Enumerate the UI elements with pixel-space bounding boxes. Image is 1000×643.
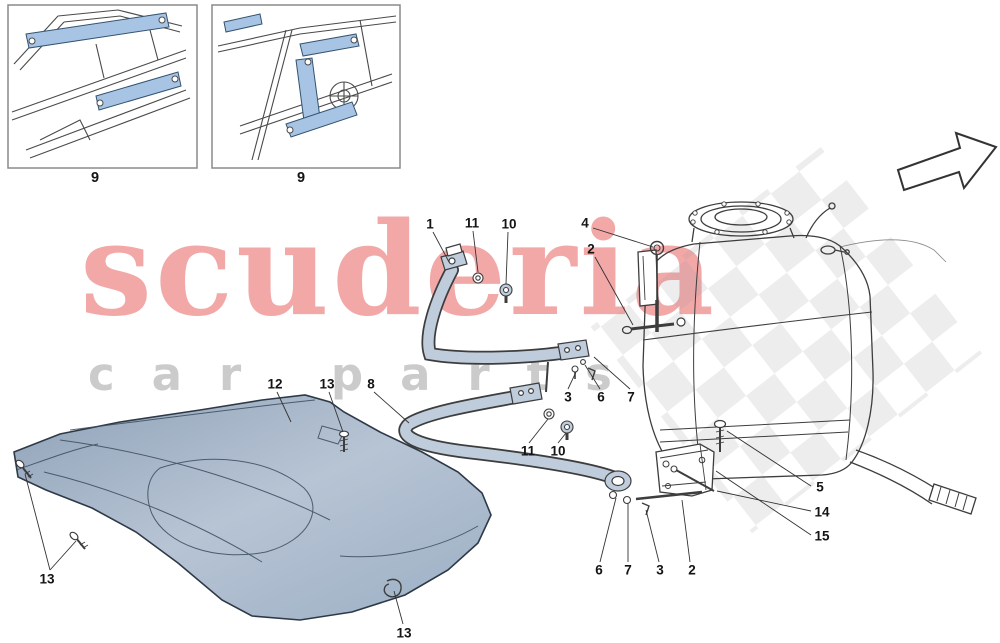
retaining-strap-lower (398, 382, 650, 516)
strap-end-tab (509, 382, 543, 405)
watermark-brand-text: scuderia (80, 195, 717, 345)
callout-13-b: 13 (39, 571, 55, 587)
highlighted-strap (223, 13, 360, 138)
strap-end-tab (557, 339, 590, 361)
highlighted-strap (25, 12, 182, 111)
bolt (608, 490, 618, 500)
inset-frame-1 (7, 4, 198, 169)
mounting-hardware-right (635, 419, 727, 501)
callout-11-b: 11 (520, 443, 536, 459)
fuel-tank (637, 201, 977, 515)
callout-14: 14 (814, 504, 830, 520)
bolt (713, 419, 727, 452)
clip (641, 502, 650, 516)
callout-7-b: 7 (624, 562, 632, 578)
filler-cap (688, 201, 836, 243)
callout-1: 1 (426, 216, 434, 232)
inset-1-label: 9 (90, 170, 100, 186)
callout-13-a: 13 (319, 376, 335, 392)
callout-2-b: 2 (688, 562, 696, 578)
tank-channel-bracket (637, 249, 659, 307)
strap-fasteners (472, 272, 596, 393)
inset-frame-2 (211, 4, 401, 169)
direction-arrow-icon (896, 131, 998, 192)
body-reference-lines (839, 239, 947, 263)
callout-6-a: 6 (597, 389, 605, 405)
callout-3-a: 3 (564, 389, 572, 405)
bolt (622, 495, 632, 505)
washer (580, 359, 586, 365)
callout-10-b: 10 (550, 443, 566, 459)
retaining-strap-upper (421, 243, 596, 393)
callout-5: 5 (816, 479, 824, 495)
lower-rod (635, 490, 703, 501)
fuel-tank-body (642, 234, 874, 480)
inset-2-label: 9 (296, 170, 306, 186)
guard-screws (15, 430, 402, 598)
vent-fitting (820, 245, 850, 255)
leader-lines (24, 227, 812, 625)
retaining-rod-2 (621, 317, 686, 335)
callout-15: 15 (814, 528, 830, 544)
callout-8: 8 (367, 376, 375, 392)
strap-fasteners (543, 408, 650, 516)
callout-4: 4 (581, 215, 589, 231)
callout-11-a: 11 (464, 215, 480, 231)
clip (587, 367, 596, 381)
callout-3-b: 3 (656, 562, 664, 578)
callout-13-c: 13 (396, 625, 412, 641)
screw (15, 459, 34, 479)
mounting-bracket (655, 443, 715, 497)
callout-12: 12 (267, 376, 283, 392)
screw (69, 531, 89, 550)
callout-2-a: 2 (587, 241, 595, 257)
callout-6-b: 6 (595, 562, 603, 578)
heat-shield-panel (13, 394, 492, 621)
callout-10-a: 10 (501, 216, 517, 232)
callout-7-a: 7 (627, 389, 635, 405)
screw (338, 430, 350, 452)
fuel-hose (849, 449, 977, 515)
retaining-pin (670, 465, 715, 492)
checkered-flag-watermark (590, 147, 983, 534)
pin (571, 365, 579, 373)
